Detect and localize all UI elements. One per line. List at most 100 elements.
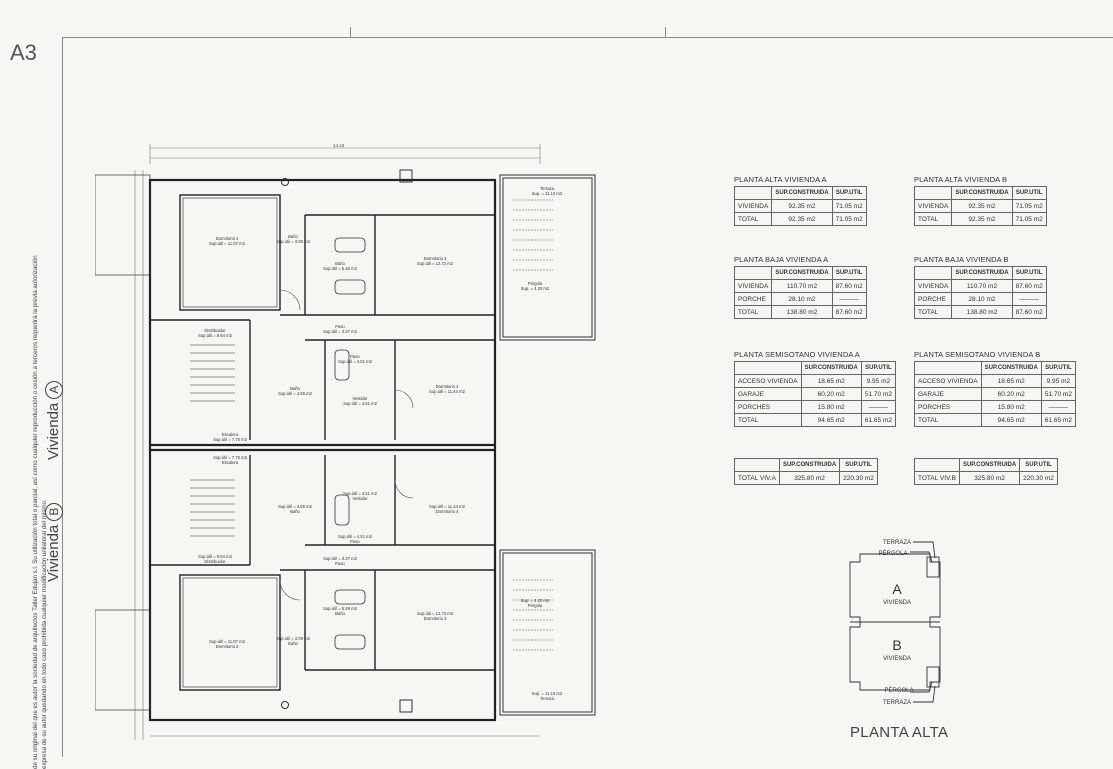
room-vestidor-b: Vestidor bbox=[352, 496, 368, 501]
room-dormitorio-4-a: Dormitorio 4 bbox=[436, 384, 459, 389]
room-bano-a: Baño bbox=[288, 234, 298, 239]
table-cell: VIVIENDA bbox=[733, 199, 773, 213]
unit-a-marker: A bbox=[45, 380, 63, 399]
table-cell: TOTAL bbox=[913, 305, 953, 319]
table-cell: 60.20 m2 bbox=[980, 387, 1042, 401]
room-pergola-b: Pérgola bbox=[528, 603, 543, 608]
room-dormitorio-4-b: Dormitorio 4 bbox=[436, 509, 459, 514]
frame-tick bbox=[350, 27, 351, 37]
room-escalera-a: Escalera bbox=[222, 432, 239, 437]
table-cell: 325.80 m2 bbox=[778, 471, 841, 485]
table-cell: SUP.UTIL bbox=[839, 458, 878, 472]
table-cell: TOTAL bbox=[733, 305, 773, 319]
table-cell: ——— bbox=[1040, 400, 1076, 414]
table-cell: ——— bbox=[831, 292, 867, 306]
table-semisotano-a: PLANTA SEMISOTANO VIVIENDA A SUP.CONSTRU… bbox=[734, 350, 896, 427]
table-cell: SUP.UTIL bbox=[1011, 186, 1047, 200]
table-cell: GARAJE bbox=[734, 387, 802, 401]
table-cell: VIVIENDA bbox=[913, 199, 953, 213]
svg-text:Sup.útil = 12.72 m2: Sup.útil = 12.72 m2 bbox=[417, 611, 454, 616]
room-paso-2-a: Paso bbox=[350, 354, 360, 359]
room-paso-a: Paso bbox=[335, 324, 345, 329]
table-cell: 94.65 m2 bbox=[980, 413, 1042, 427]
svg-text:Sup. = 11.10 m2: Sup. = 11.10 m2 bbox=[532, 691, 563, 696]
room-distribuidor-b: Distribuidor bbox=[204, 559, 226, 564]
table-cell bbox=[733, 186, 773, 200]
room-terraza-a: Terraza bbox=[540, 186, 555, 191]
table-cell: PORCHES bbox=[914, 400, 982, 414]
table-cell: 15.80 m2 bbox=[800, 400, 862, 414]
table-cell: PORCHE bbox=[913, 292, 953, 306]
table-cell: ACCESO VIVIENDA bbox=[914, 374, 982, 388]
svg-text:Sup.útil = 3.09 m2: Sup.útil = 3.09 m2 bbox=[276, 239, 311, 244]
table-cell: 138.80 m2 bbox=[771, 305, 833, 319]
svg-text:Sup.útil = 4.59 m2: Sup.útil = 4.59 m2 bbox=[278, 391, 313, 396]
unit-a-label: Vivienda A bbox=[45, 320, 63, 460]
table-cell: 15.80 m2 bbox=[980, 400, 1042, 414]
table-cell: 92.35 m2 bbox=[771, 199, 833, 213]
table-cell: PORCHES bbox=[734, 400, 802, 414]
room-dormitorio-2-b: Dormitorio 2 bbox=[216, 644, 239, 649]
room-bano-3-b: Baño bbox=[290, 509, 300, 514]
table-cell: 71.05 m2 bbox=[831, 212, 867, 226]
table-cell: 87.60 m2 bbox=[831, 279, 867, 293]
table-cell: 325.80 m2 bbox=[958, 471, 1021, 485]
table-cell: 51.70 m2 bbox=[1040, 387, 1076, 401]
svg-text:Sup.útil = 9.64 m2: Sup.útil = 9.64 m2 bbox=[198, 333, 233, 338]
table-cell: ACCESO VIVIENDA bbox=[734, 374, 802, 388]
table-cell: TOTAL bbox=[913, 212, 953, 226]
table-cell: SUP.CONSTRUIDA bbox=[771, 266, 833, 280]
table-cell: 110.70 m2 bbox=[771, 279, 833, 293]
svg-text:Sup.útil = 12.72 m2: Sup.útil = 12.72 m2 bbox=[417, 261, 454, 266]
table-cell: SUP.CONSTRUIDA bbox=[778, 458, 841, 472]
key-terraza-bottom: TERRAZA bbox=[883, 700, 911, 706]
room-vestidor-a: Vestidor bbox=[352, 396, 368, 401]
table-cell: 92.35 m2 bbox=[951, 199, 1013, 213]
table-cell: 110.70 m2 bbox=[951, 279, 1013, 293]
svg-text:Sup.útil = 4.59 m2: Sup.útil = 4.59 m2 bbox=[278, 504, 313, 509]
svg-text:Sup.útil = 11.44 m2: Sup.útil = 11.44 m2 bbox=[429, 504, 466, 509]
table-cell: ——— bbox=[860, 400, 896, 414]
table-cell: TOTAL VIV.B bbox=[914, 471, 960, 485]
key-pergola-bottom: PÉRGOLA bbox=[884, 687, 913, 694]
table-cell bbox=[913, 186, 953, 200]
frame-top-border bbox=[62, 37, 1113, 38]
table-cell: 61.65 m2 bbox=[860, 413, 896, 427]
frame-tick bbox=[665, 27, 666, 37]
key-pergola-top: PÉRGOLA bbox=[878, 550, 907, 557]
table-cell: 87.60 m2 bbox=[831, 305, 867, 319]
table-cell: TOTAL bbox=[734, 413, 802, 427]
svg-text:Sup.útil = 11.07 m2: Sup.útil = 11.07 m2 bbox=[209, 639, 246, 644]
room-paso-2-b: Paso bbox=[350, 539, 360, 544]
room-bano-b: Baño bbox=[288, 641, 298, 646]
table-semisotano-b: PLANTA SEMISOTANO VIVIENDA B SUP.CONSTRU… bbox=[914, 350, 1076, 427]
room-dormitorio-3-b: Dormitorio 3 bbox=[424, 616, 447, 621]
table-cell bbox=[734, 458, 780, 472]
room-terraza-b: Terraza bbox=[540, 696, 555, 701]
table-cell: 71.05 m2 bbox=[1011, 212, 1047, 226]
table-cell: 9.95 m2 bbox=[1040, 374, 1076, 388]
svg-text:Sup.útil = 4.51 m2: Sup.útil = 4.51 m2 bbox=[338, 534, 373, 539]
table-cell: SUP.CONSTRUIDA bbox=[951, 186, 1013, 200]
room-escalera-b: Escalera bbox=[222, 460, 239, 465]
table-cell: SUP.CONSTRUIDA bbox=[951, 266, 1013, 280]
svg-text:Sup.útil = 3.37 m2: Sup.útil = 3.37 m2 bbox=[323, 329, 358, 334]
svg-text:Sup. = 4.20 m2: Sup. = 4.20 m2 bbox=[521, 286, 550, 291]
plan-title: PLANTA ALTA bbox=[850, 724, 949, 741]
table-cell: 220.30 m2 bbox=[1019, 471, 1058, 485]
unit-b-marker: B bbox=[45, 502, 63, 521]
table-cell: 18.65 m2 bbox=[800, 374, 862, 388]
